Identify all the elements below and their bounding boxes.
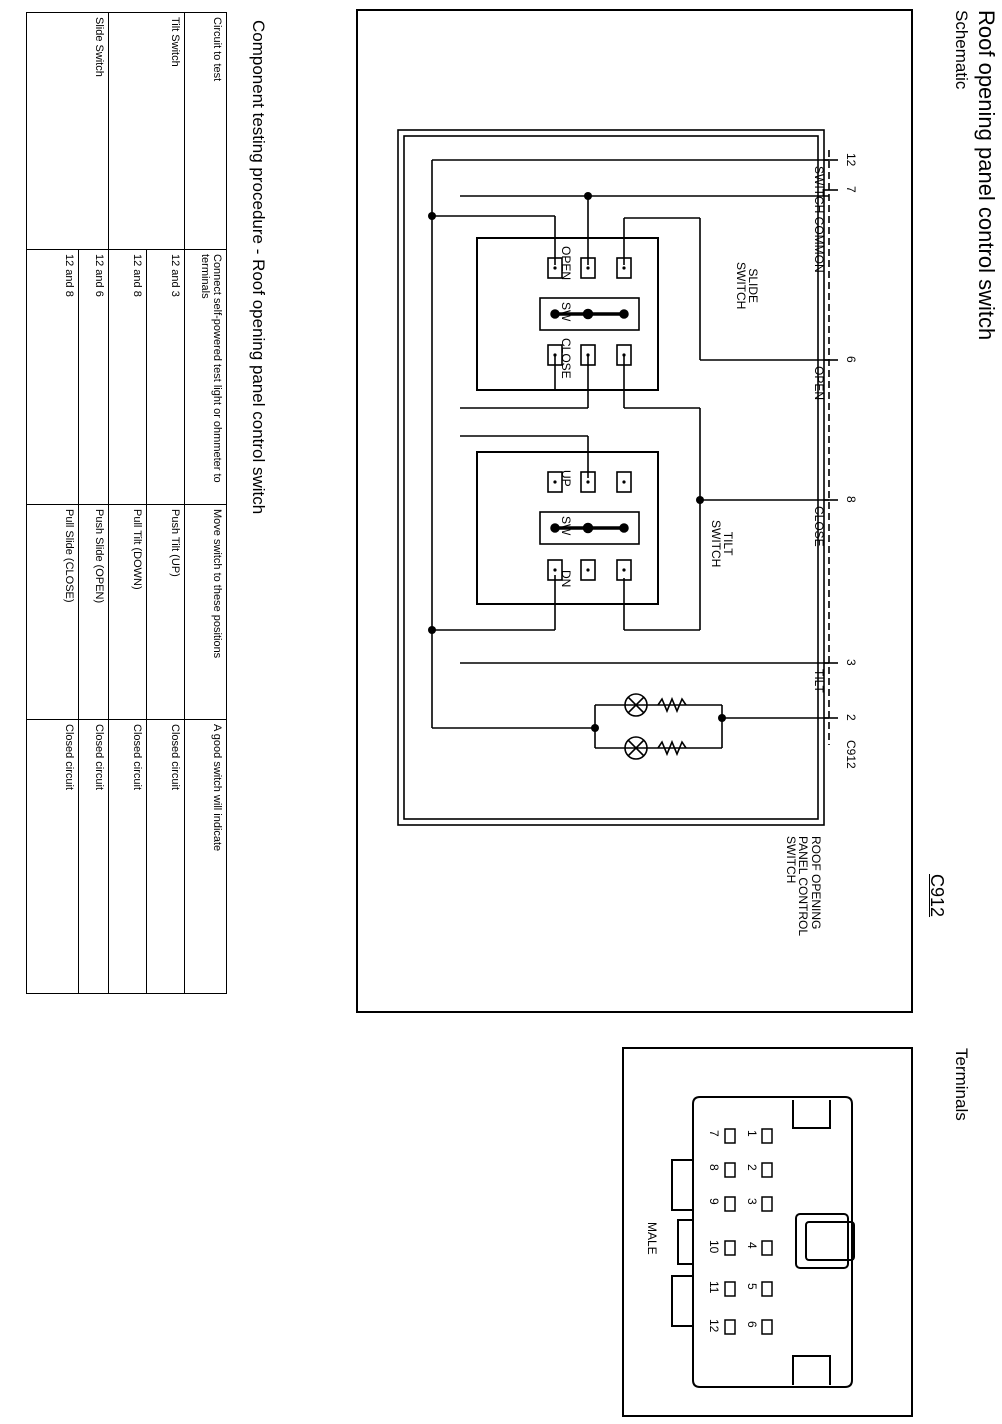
cell-position: Push Slide (OPEN): [78, 504, 109, 720]
page-title: Roof opening panel control switch: [974, 10, 999, 341]
cell-position: Pull Tilt (DOWN): [108, 504, 147, 720]
slide-pos-close: CLOSE: [559, 338, 573, 379]
slide-switch-title: SLIDE SWITCH: [734, 262, 760, 310]
pin-label-6: 6: [844, 356, 858, 363]
terminal-pin-9: 9: [707, 1198, 721, 1205]
terminal-pin-6: 6: [745, 1321, 759, 1328]
header-result: A good switch will indicate: [184, 719, 227, 994]
tilt-switch-box: [476, 451, 659, 605]
resistor-2: [657, 739, 687, 757]
connector-label-c912: C912: [844, 740, 858, 769]
terminal-pin-10: 10: [707, 1240, 721, 1254]
testing-heading: Component testing procedure - Roof openi…: [249, 20, 268, 515]
cell-circuit: Slide Switch: [26, 12, 109, 250]
cell-position: Push Tilt (UP): [146, 504, 185, 720]
wire-label-open: OPEN: [812, 366, 826, 401]
cell-terminals: 12 and 8: [26, 249, 79, 505]
terminals-frame: [622, 1047, 913, 1417]
header-move: Move switch to these positions: [184, 504, 227, 720]
pin-label-8: 8: [844, 496, 858, 503]
cell-result: Closed circuit: [26, 719, 79, 994]
cell-result: Closed circuit: [146, 719, 185, 994]
switch-body-outline: [397, 129, 825, 826]
terminals-heading: Terminals: [952, 1048, 971, 1121]
cell-circuit: Tilt Switch: [108, 12, 185, 250]
terminal-pin-4: 4: [745, 1242, 759, 1249]
component-testing-table: Circuit to test Connect self-powered tes…: [26, 12, 227, 994]
terminal-pin-8: 8: [707, 1164, 721, 1171]
resistor-1: [657, 696, 687, 714]
component-label: ROOF OPENING PANEL CONTROL SWITCH: [783, 836, 823, 937]
slide-pos-open: OPEN: [559, 246, 573, 281]
connector-gender-label: MALE: [645, 1222, 659, 1255]
cell-terminals: 12 and 8: [108, 249, 147, 505]
tilt-switch-title: TILT SWITCH: [709, 520, 735, 568]
tilt-pos-dn: DN: [559, 570, 573, 588]
cell-result: Closed circuit: [108, 719, 147, 994]
pin-label-2: 2: [844, 714, 858, 721]
cell-position: Pull Slide (CLOSE): [26, 504, 79, 720]
header-circuit: Circuit to test: [184, 12, 227, 250]
pin-label-7: 7: [844, 186, 858, 193]
cell-result: Closed circuit: [78, 719, 109, 994]
terminal-pin-7: 7: [707, 1130, 721, 1137]
table-header-row: Circuit to test Connect self-powered tes…: [184, 12, 227, 994]
tilt-pos-up: UP: [559, 470, 573, 487]
pin-label-12: 12: [844, 153, 858, 167]
terminal-pin-5: 5: [745, 1283, 759, 1290]
tilt-pos-sw: SW: [559, 516, 573, 536]
terminal-pin-2: 2: [745, 1164, 759, 1171]
wire-label-close: CLOSE: [812, 506, 826, 547]
schematic-heading: Schematic: [952, 10, 971, 90]
connector-housing-drawing: [671, 1096, 855, 1388]
lamp-1: [624, 693, 648, 717]
terminal-pin-11: 11: [707, 1281, 721, 1294]
terminals-connector-label: C912: [927, 874, 947, 918]
header-connect: Connect self-powered test light or ohmme…: [184, 249, 227, 505]
pin-label-3: 3: [844, 659, 858, 666]
cell-terminals: 12 and 6: [78, 249, 109, 505]
cell-terminals: 12 and 3: [146, 249, 185, 505]
slide-switch-box: [476, 237, 659, 391]
terminal-pin-1: 1: [745, 1130, 759, 1137]
terminal-pin-3: 3: [745, 1198, 759, 1205]
schematic-frame: [356, 9, 913, 1013]
slide-pos-sw: SW: [559, 302, 573, 322]
wire-label-tilt: TILT: [812, 669, 826, 693]
wire-label-switch-common: SWITCH COMMON: [812, 166, 826, 273]
table-row: Slide Switch 12 and 6 Push Slide (OPEN) …: [26, 12, 109, 994]
terminal-pin-12: 12: [707, 1319, 721, 1333]
lamp-2: [624, 736, 648, 760]
table-row: Tilt Switch 12 and 3 Push Tilt (UP) Clos…: [108, 12, 185, 994]
